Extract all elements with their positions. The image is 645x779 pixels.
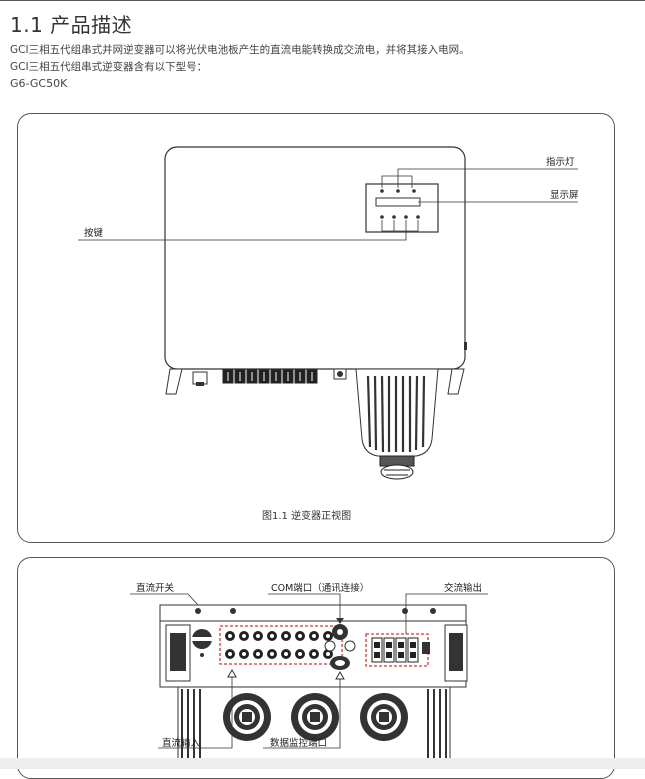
paragraph-description: GCI三相五代组串式并网逆变器可以将光伏电池板产生的直流电能转换成交流电，并将其… [10,44,470,56]
label-indicator: 指示灯 [546,157,575,168]
label-dc-input: 直流输入 [162,738,201,749]
top-band [159,604,467,622]
label-button: 按键 [84,228,104,239]
paragraph-model-name: G6-GC50K [10,77,68,90]
figure-bottom-view-panel: 直流开关 COM端口（通讯连接） 交流输出 直流输入 数据监控端口 [17,557,615,779]
cooling-fans [223,693,408,741]
dc-input-area [219,625,343,665]
label-data-monitor-port: 数据监控端口 [270,738,328,749]
dc-connectors-row [222,369,318,384]
figure-front-view-panel: 指示灯 显示屏 按键 图1.1 逆变器正视图 [17,113,615,543]
inverter-bottom-drawing [130,593,488,768]
top-rule [0,0,645,1]
inverter-front-drawing [78,146,578,480]
left-foot [165,368,183,395]
label-display: 显示屏 [550,190,579,201]
section-title: 1.1 产品描述 [10,13,133,37]
label-ac-output: 交流输出 [444,583,483,594]
display-panel [365,183,439,233]
inverter-body [164,146,466,370]
label-dc-switch: 直流开关 [136,583,175,594]
figure1-caption: 图1.1 逆变器正视图 [262,511,352,522]
right-foot [447,368,465,395]
label-com-port: COM端口（通讯连接） [271,583,370,594]
paragraph-models-intro: GCI三相五代组串式逆变器含有以下型号： [10,61,208,73]
page-bottom-band [0,758,645,769]
